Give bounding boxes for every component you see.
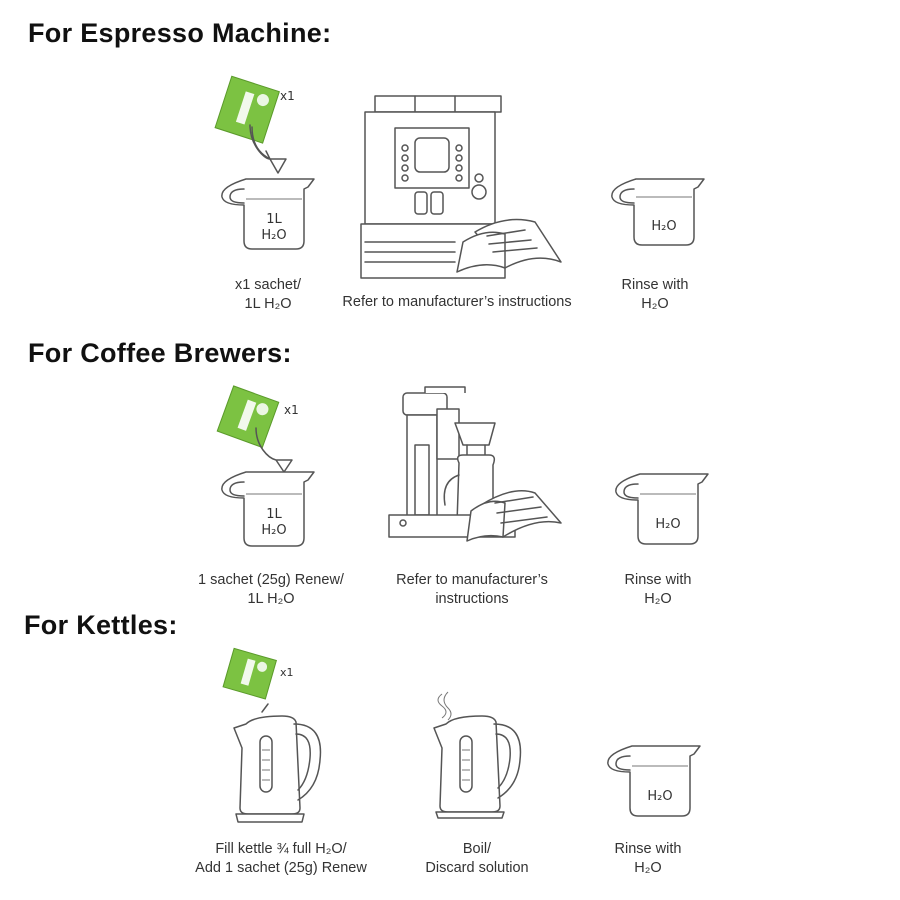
caption-step1: x1 sachet/1L H₂O [234, 277, 302, 312]
heading-coffee-brewers: For Coffee Brewers: [28, 338, 292, 368]
steam-icon [437, 693, 447, 719]
jug-water: H₂O [261, 523, 286, 538]
heading-espresso: For Espresso Machine: [28, 18, 332, 48]
measuring-jug-icon: H₂O [607, 745, 701, 817]
caption-step1: Fill kettle ¾ full H₂O/Add 1 sachet (25g… [195, 841, 367, 876]
kettle-icon [233, 703, 322, 823]
jug-volume: 1L [266, 212, 282, 227]
measuring-jug-icon: H₂O [615, 473, 709, 545]
measuring-jug-icon: 1L H₂O [221, 178, 315, 250]
arrow-down-icon [249, 124, 287, 174]
heading-kettles: For Kettles: [24, 610, 178, 640]
sachet-count: x1 [284, 403, 299, 417]
boiling-kettle-icon [433, 691, 522, 819]
jug-water: H₂O [655, 517, 680, 532]
measuring-jug-icon: 1L H₂O [221, 471, 315, 547]
jug-water: H₂O [647, 789, 672, 804]
jug-water: H₂O [261, 228, 286, 243]
espresso-machine-icon [360, 95, 562, 279]
caption-step1: 1 sachet (25g) Renew/1L H₂O [198, 572, 344, 607]
sachet-count: x1 [280, 666, 294, 679]
jug-volume: 1L [266, 507, 282, 522]
coffee-brewer-icon [388, 386, 562, 542]
caption-step2: Boil/Discard solution [425, 841, 529, 876]
measuring-jug-icon: H₂O [611, 178, 705, 246]
sachet-icon: x1 [216, 385, 299, 449]
sachet-icon: x1 [222, 647, 294, 700]
jug-water: H₂O [651, 219, 676, 234]
sachet-count: x1 [280, 89, 295, 103]
sachet-icon: x1 [214, 75, 295, 144]
arrow-down-icon [255, 427, 293, 473]
caption-step2: Refer to manufacturer’s instructions [342, 294, 572, 310]
